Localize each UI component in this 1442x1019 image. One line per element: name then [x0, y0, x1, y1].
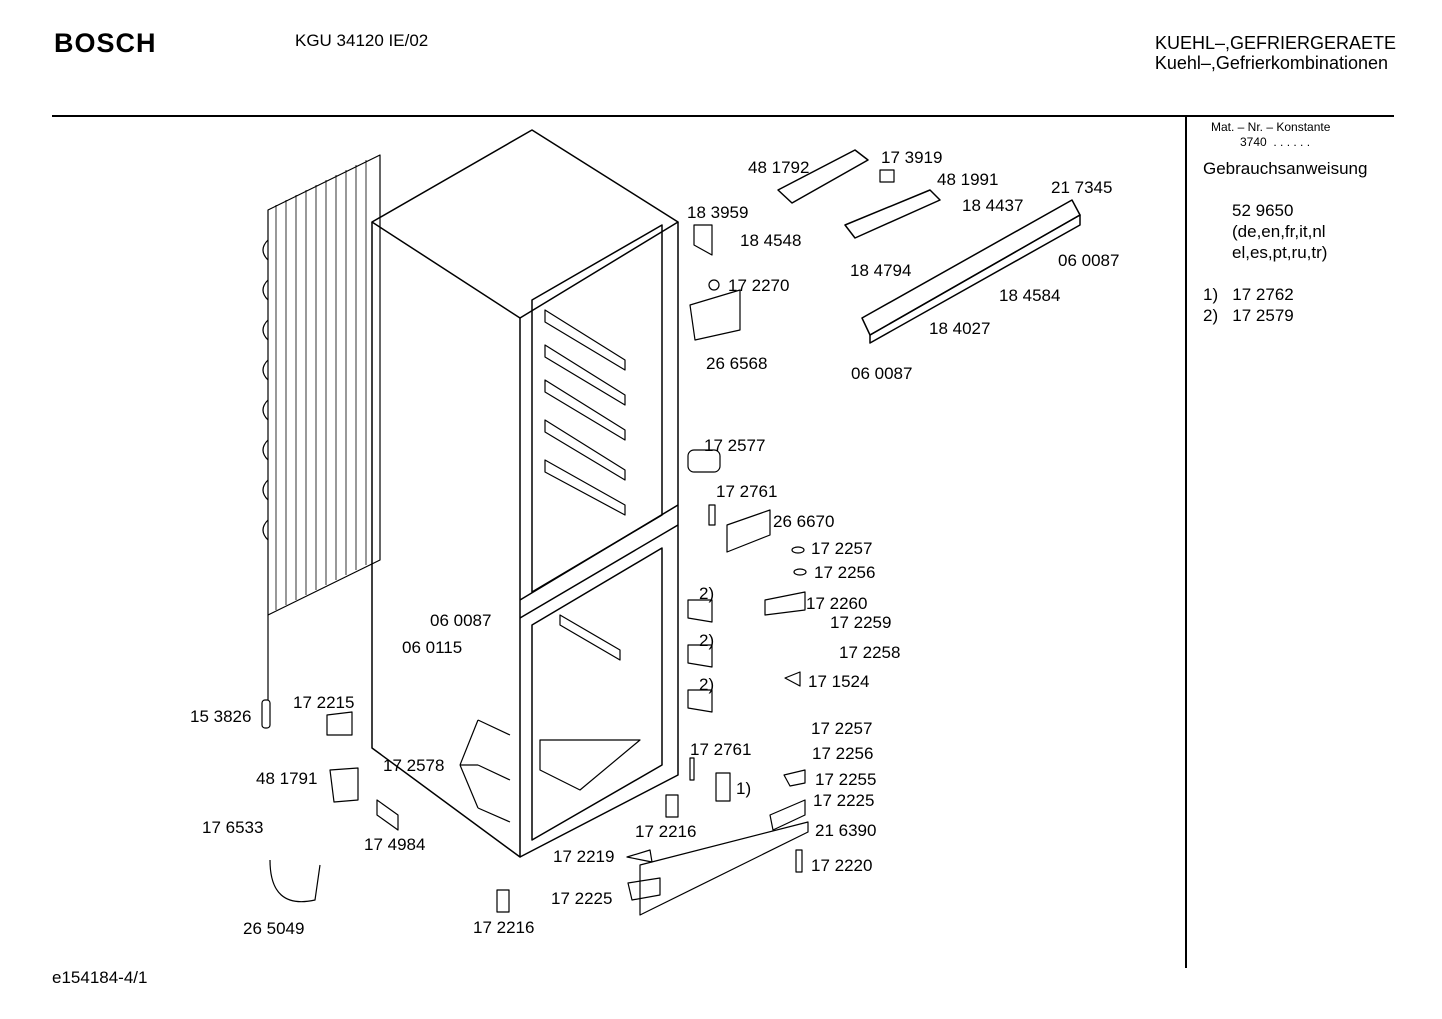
brand-logo: BOSCH	[54, 28, 157, 58]
mat-number-label: Mat. – Nr. – Konstante	[1211, 120, 1331, 134]
part-label[interactable]: 17 2258	[839, 643, 901, 662]
part-label[interactable]: 17 2270	[728, 276, 790, 295]
part-label[interactable]: 18 3959	[687, 203, 749, 222]
part-label[interactable]: 18 4548	[740, 231, 802, 250]
part-label[interactable]: 17 2225	[813, 791, 875, 810]
small-parts	[261, 169, 895, 916]
part-label[interactable]: 17 6533	[202, 818, 264, 837]
part-label[interactable]: 17 2220	[811, 856, 873, 875]
part-label[interactable]: 15 3826	[190, 707, 252, 726]
footnote-marker: 1)	[736, 779, 752, 798]
part-label[interactable]: 17 2257	[811, 719, 873, 738]
part-label[interactable]: 17 2256	[814, 563, 876, 582]
mat-number-value: 3740 . . . . . .	[1240, 135, 1311, 149]
part-label[interactable]: 17 2257	[811, 539, 873, 558]
part-label[interactable]: 48 1791	[256, 769, 318, 788]
manual-title: Gebrauchsanweisung	[1203, 159, 1368, 178]
drawing-id: e154184-4/1	[52, 968, 148, 987]
footnote-marker: 2)	[699, 584, 715, 603]
footnote-1: 1) 17 2762	[1203, 285, 1294, 304]
part-label[interactable]: 17 3919	[881, 148, 943, 167]
part-label[interactable]: 21 6390	[815, 821, 877, 840]
part-label[interactable]: 17 2219	[553, 847, 615, 866]
part-label[interactable]: 17 2215	[293, 693, 355, 712]
cabinet-body	[371, 129, 679, 858]
exploded-view-drawing	[261, 129, 1081, 916]
part-label[interactable]: 17 2761	[716, 482, 778, 501]
manual-languages-2: el,es,pt,ru,tr)	[1232, 243, 1328, 262]
part-label[interactable]: 26 6670	[773, 512, 835, 531]
model-number: KGU 34120 IE/02	[295, 31, 429, 50]
part-label[interactable]: 26 5049	[243, 919, 305, 938]
footnote-marker: 2)	[699, 631, 715, 650]
part-label[interactable]: 18 4027	[929, 319, 991, 338]
part-label[interactable]: 06 0087	[851, 364, 913, 383]
part-label[interactable]: 17 2216	[635, 822, 697, 841]
part-label[interactable]: 17 2256	[812, 744, 874, 763]
part-label[interactable]: 06 0115	[402, 638, 463, 657]
part-label[interactable]: 21 7345	[1051, 178, 1113, 197]
part-label[interactable]: 17 4984	[364, 835, 426, 854]
part-label[interactable]: 17 2259	[830, 613, 892, 632]
part-label[interactable]: 17 2260	[806, 594, 868, 613]
part-label[interactable]: 18 4794	[850, 261, 912, 280]
part-label[interactable]: 18 4437	[962, 196, 1024, 215]
shelf-supports	[539, 309, 641, 791]
sidebar-divider	[1185, 116, 1187, 968]
part-label[interactable]: 18 4584	[999, 286, 1061, 305]
footnote-marker: 2)	[699, 675, 715, 694]
part-label[interactable]: 17 2577	[704, 436, 766, 455]
control-panel-group	[777, 149, 1081, 344]
category-subtitle: Kuehl–,Gefrierkombinationen	[1154, 53, 1388, 73]
part-label[interactable]: 06 0087	[1058, 251, 1120, 270]
category-title: KUEHL–,GEFRIERGERAETE	[1154, 33, 1396, 53]
part-label[interactable]: 48 1792	[748, 158, 810, 177]
part-label[interactable]: 17 2578	[383, 756, 445, 775]
manual-number: 52 9650	[1232, 201, 1294, 220]
condenser-coil	[262, 154, 381, 700]
manual-languages-1: (de,en,fr,it,nl	[1232, 222, 1326, 241]
header-divider	[52, 115, 1394, 117]
footnote-2: 2) 17 2579	[1203, 306, 1294, 325]
part-label[interactable]: 17 2216	[473, 918, 535, 937]
part-label[interactable]: 17 2761	[690, 740, 752, 759]
part-label[interactable]: 17 2255	[815, 770, 877, 789]
part-label[interactable]: 06 0087	[430, 611, 492, 630]
part-label[interactable]: 26 6568	[706, 354, 768, 373]
part-label[interactable]: 48 1991	[937, 170, 999, 189]
part-label[interactable]: 17 2225	[551, 889, 613, 908]
part-label[interactable]: 17 1524	[808, 672, 870, 691]
